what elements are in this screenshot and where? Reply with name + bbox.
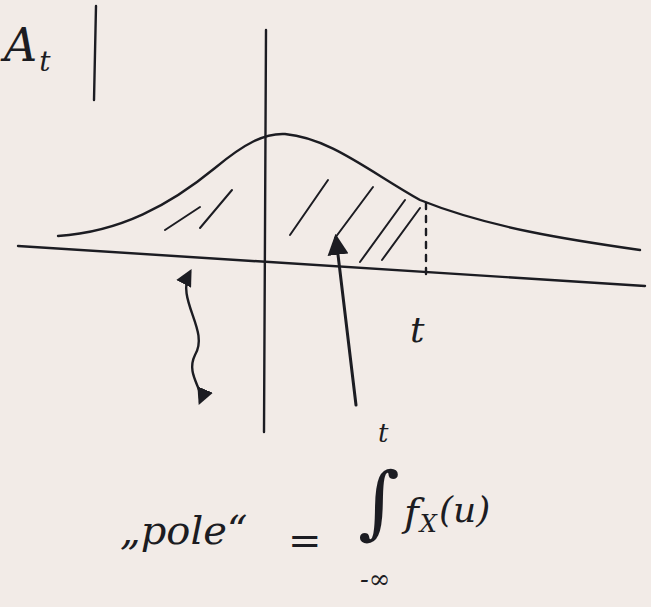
shading-hatch	[165, 180, 420, 262]
density-curve	[58, 134, 640, 250]
subscript: t	[39, 48, 50, 76]
lower-limit: -∞	[360, 566, 390, 592]
x-axis	[18, 246, 645, 286]
argument: (u)	[439, 492, 490, 528]
bracket-bar	[94, 6, 96, 100]
t-marker	[425, 203, 427, 278]
upper-limit: t	[378, 420, 388, 446]
quoted-word: „pole“	[120, 510, 247, 550]
integral-sign: ∫	[358, 462, 400, 542]
variable-name: A	[4, 22, 37, 68]
axis-label: t	[410, 312, 424, 348]
equals-sign: =	[288, 520, 322, 560]
double-arrow	[186, 272, 201, 402]
subscript: X	[420, 512, 437, 536]
y-axis	[264, 30, 266, 432]
pointer-arrow	[336, 238, 356, 405]
function-name: f	[404, 492, 419, 532]
